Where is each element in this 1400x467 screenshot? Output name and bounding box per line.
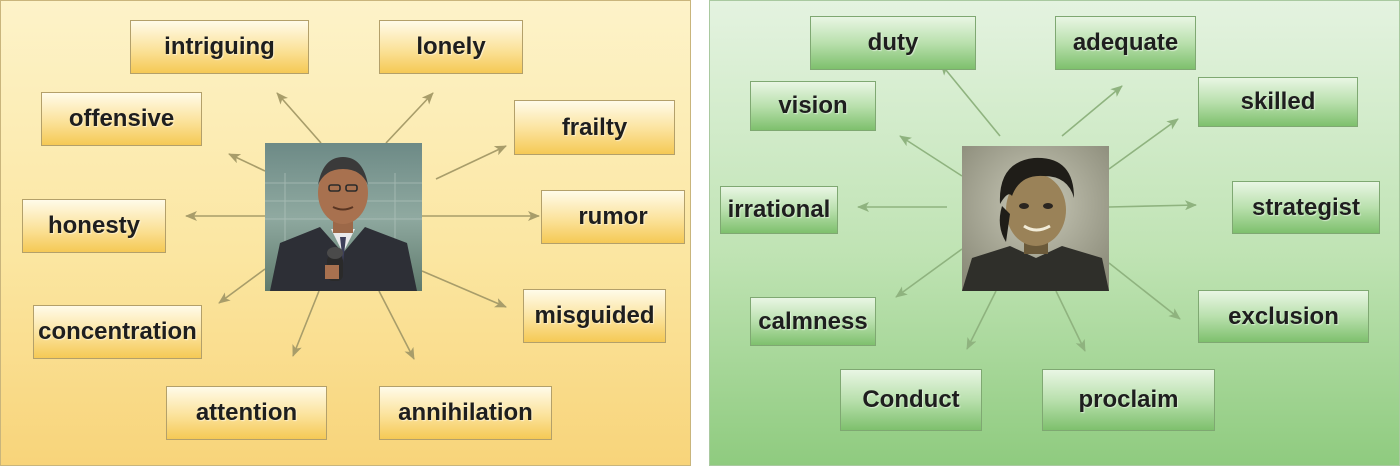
word-box-exclusion: exclusion: [1198, 290, 1369, 343]
word-box-strategist: strategist: [1232, 181, 1380, 234]
arrow-to-duty: [940, 63, 1001, 137]
word-box-attention: attention: [166, 386, 327, 440]
commentator-photo: [265, 143, 422, 291]
word-box-misguided: misguided: [523, 289, 666, 343]
arrow-to-exclusion: [1108, 262, 1181, 320]
player-photo: [962, 146, 1109, 291]
word-box-skilled: skilled: [1198, 77, 1358, 127]
word-box-rumor: rumor: [541, 190, 685, 244]
left-panel: intriguing lonely offensive frailty hone…: [0, 0, 691, 466]
word-box-frailty: frailty: [514, 100, 675, 155]
arrow-to-intriguing: [276, 92, 322, 144]
arrow-to-proclaim: [1055, 290, 1086, 352]
word-box-intriguing: intriguing: [130, 20, 309, 74]
arrow-to-calmness: [895, 248, 963, 298]
word-box-vision: vision: [750, 81, 876, 131]
arrow-to-adequate: [1061, 85, 1123, 137]
arrow-to-skilled: [1108, 118, 1179, 170]
word-box-annihilation: annihilation: [379, 386, 552, 440]
word-box-irrational: irrational: [720, 186, 838, 234]
commentator-illustration: [265, 143, 422, 291]
word-box-offensive: offensive: [41, 92, 202, 146]
word-box-lonely: lonely: [379, 20, 523, 74]
word-box-honesty: honesty: [22, 199, 166, 253]
left-arrows: [185, 92, 540, 360]
arrow-to-conduct: [966, 290, 997, 350]
arrow-to-frailty: [435, 145, 507, 180]
arrow-to-misguided: [421, 270, 507, 308]
word-box-concentration: concentration: [33, 305, 202, 359]
player-illustration: [962, 146, 1109, 291]
right-arrows: [857, 63, 1197, 352]
word-box-calmness: calmness: [750, 297, 876, 346]
arrow-to-concentration: [218, 268, 266, 304]
arrow-to-vision: [899, 135, 963, 177]
right-panel: duty adequate vision skilled irrational …: [709, 0, 1400, 466]
arrow-to-annihilation: [378, 290, 415, 360]
word-box-conduct: Conduct: [840, 369, 982, 431]
arrow-to-offensive: [228, 153, 266, 172]
word-box-duty: duty: [810, 16, 976, 70]
arrow-to-lonely: [385, 92, 434, 144]
word-box-adequate: adequate: [1055, 16, 1196, 70]
word-box-proclaim: proclaim: [1042, 369, 1215, 431]
arrow-to-attention: [292, 290, 320, 357]
arrow-to-strategist: [1108, 200, 1197, 211]
